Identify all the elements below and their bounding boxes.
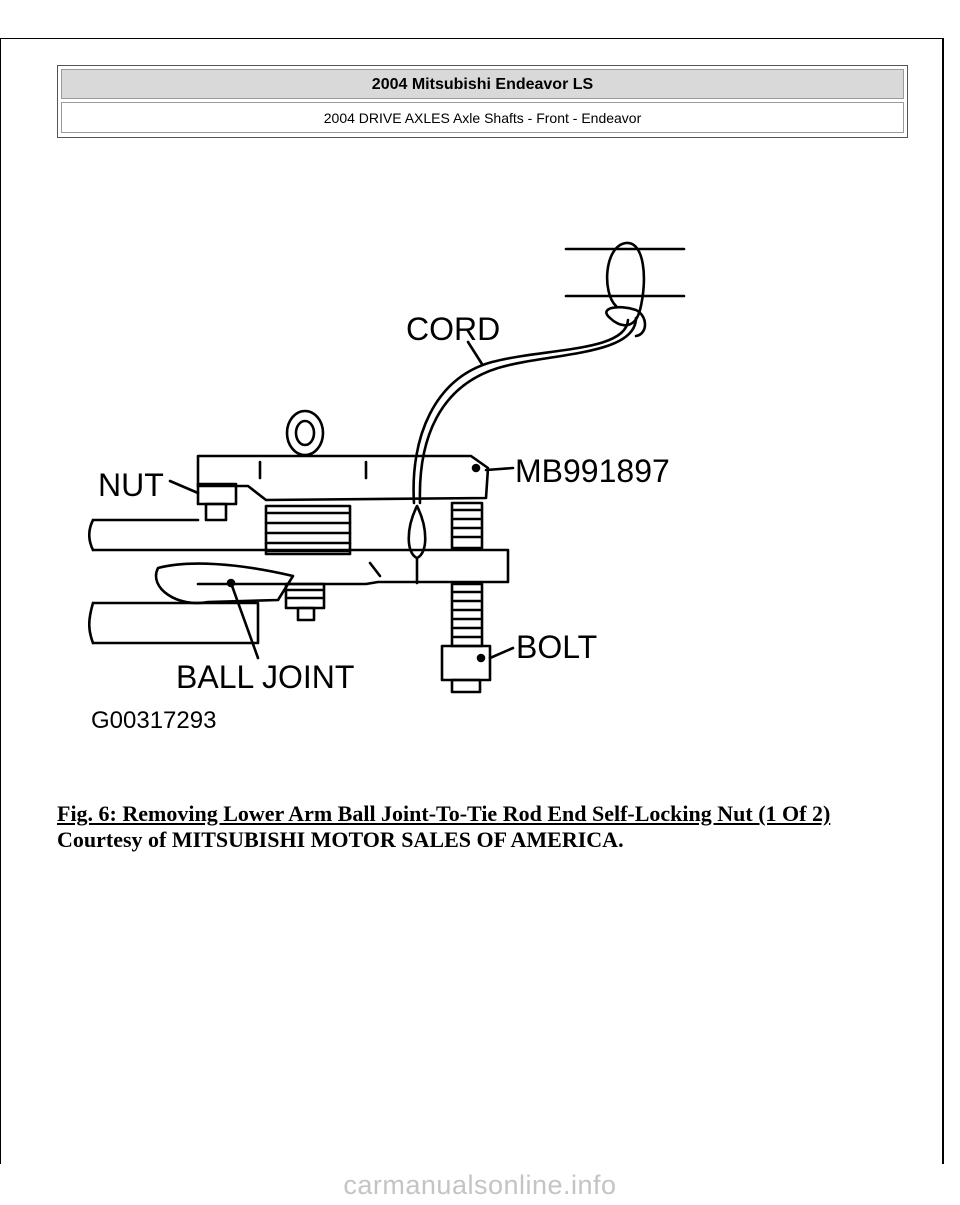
tool-leader	[484, 466, 515, 472]
ball-joint-leader	[229, 581, 260, 660]
cord-loop	[605, 241, 647, 338]
page-frame	[0, 38, 944, 1164]
tool-ring-inner	[294, 419, 316, 447]
lower-arm-end	[88, 518, 95, 552]
lower-arm	[91, 601, 260, 645]
lower-stud-lines	[286, 588, 324, 600]
nut-leader	[168, 479, 200, 495]
tool-spring	[264, 511, 352, 553]
cord-line	[418, 316, 638, 505]
figure-illustration: CORD MB991897 NUT BOLT BALL JOINT G00317…	[88, 238, 698, 750]
lower-arm-end-2	[88, 601, 95, 645]
label-bolt: BOLT	[516, 629, 597, 665]
label-nut: NUT	[98, 467, 164, 503]
bolt-thread-upper	[450, 501, 484, 550]
tool-upper-arm	[196, 454, 490, 502]
document-header: 2004 Mitsubishi Endeavor LS 2004 DRIVE A…	[57, 65, 908, 138]
tool-dot	[471, 463, 481, 473]
cord-line-2	[412, 318, 630, 505]
label-figure-code: G00317293	[91, 707, 216, 734]
lower-stud-tip	[296, 606, 316, 622]
header-title: 2004 Mitsubishi Endeavor LS	[61, 69, 904, 99]
nut-stud	[204, 502, 228, 522]
bolt-head	[440, 644, 492, 682]
label-tool: MB991897	[515, 453, 670, 489]
label-ball-joint: BALL JOINT	[176, 659, 354, 695]
spring-housing	[264, 504, 352, 556]
header-subtitle: 2004 DRIVE AXLES Axle Shafts - Front - E…	[61, 102, 904, 133]
footer-watermark: carmanualsonline.info	[343, 1170, 617, 1200]
crossbar-mark	[368, 561, 382, 578]
bolt-thread-lines-upper	[452, 508, 482, 539]
figure-caption: Fig. 6: Removing Lower Arm Ball Joint-To…	[57, 801, 897, 853]
bolt-dot	[476, 653, 486, 663]
figure-credit: Courtesy of MITSUBISHI MOTOR SALES OF AM…	[57, 827, 624, 852]
bolt-leader	[488, 646, 515, 660]
bolt-thread-lines-lower	[452, 590, 482, 639]
bolt-head-tip	[450, 678, 482, 694]
tool-ring	[285, 409, 325, 457]
ball-joint-body	[154, 562, 295, 605]
lower-stud	[284, 582, 326, 610]
page-left-rule	[0, 39, 1, 1164]
label-cord: CORD	[406, 311, 500, 347]
cord-leader	[466, 340, 484, 366]
lower-crossbar	[91, 518, 510, 586]
figure-caption-link[interactable]: Fig. 6: Removing Lower Arm Ball Joint-To…	[57, 801, 831, 826]
ball-joint-tool-diagram: CORD MB991897 NUT BOLT BALL JOINT G00317…	[88, 241, 686, 734]
